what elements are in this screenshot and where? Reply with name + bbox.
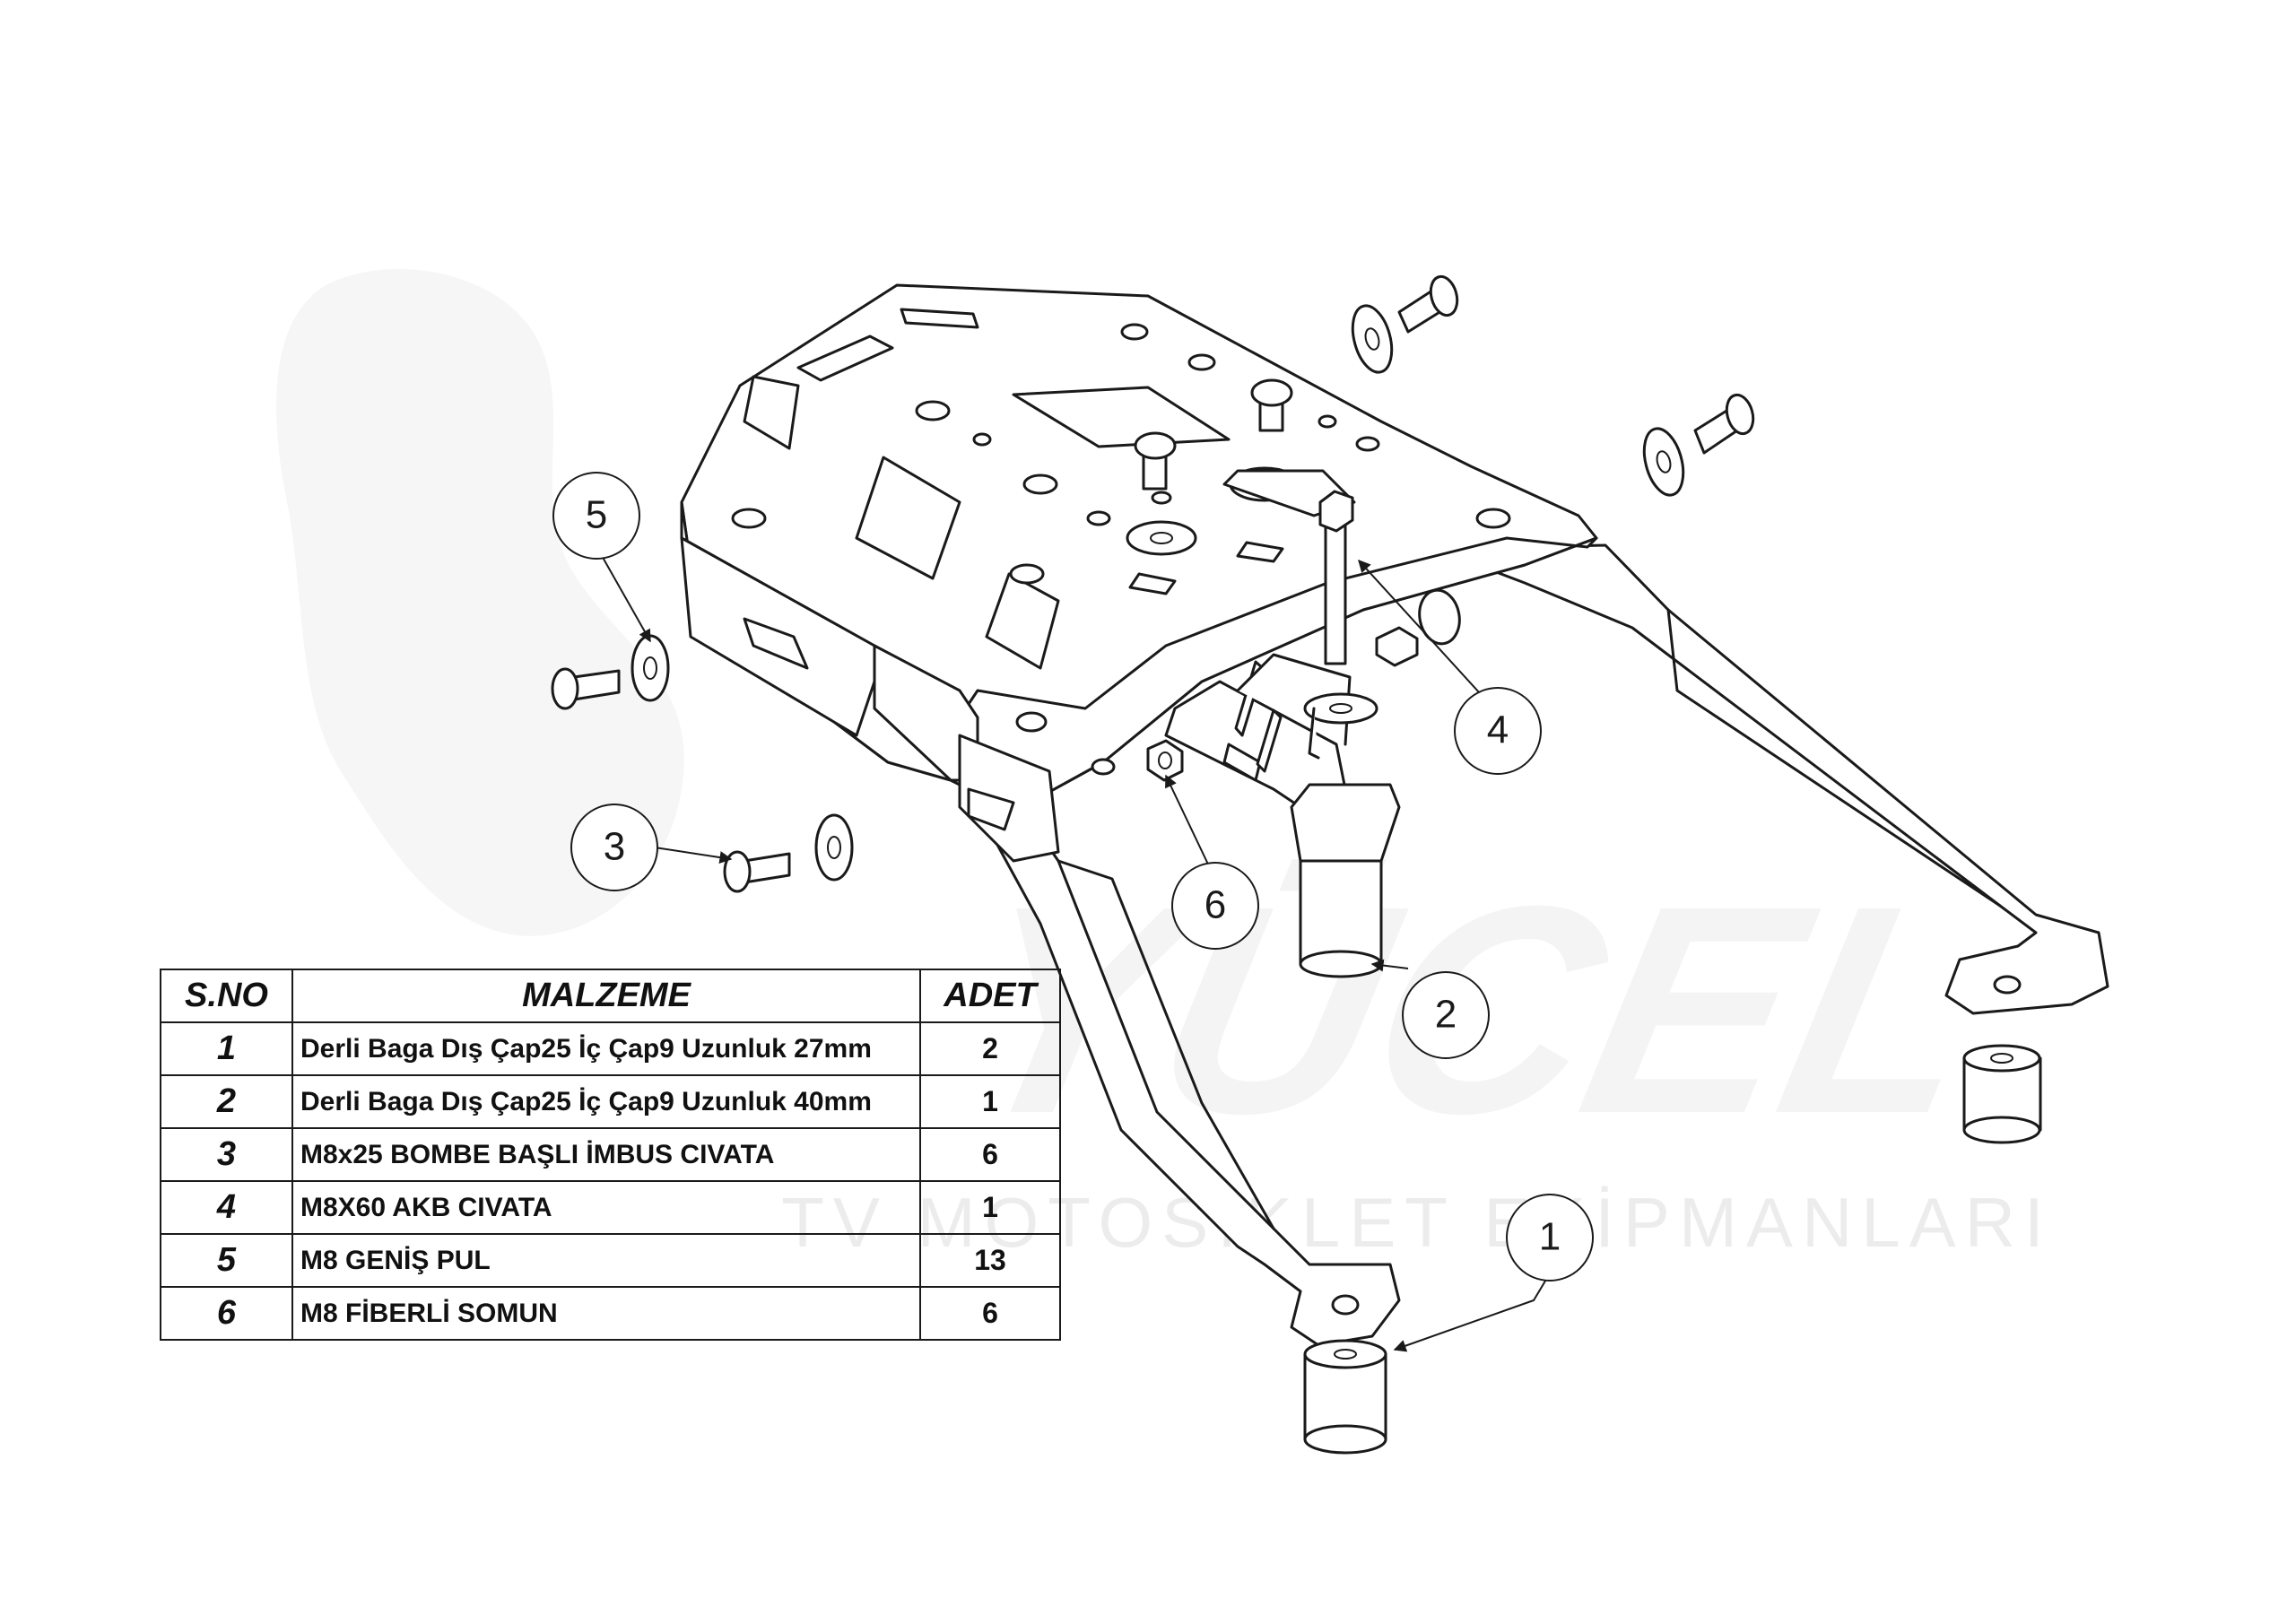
- row-number: 5: [160, 1233, 293, 1288]
- header-sno: S.NO: [160, 969, 293, 1023]
- callout-2-label: 2: [1435, 993, 1457, 1037]
- left-bracket: [680, 536, 1060, 863]
- table-row: 2 Derli Baga Dış Çap25 İç Çap9 Uzunluk 4…: [160, 1074, 1061, 1129]
- row-quantity: 1: [919, 1074, 1061, 1129]
- row-number: 1: [160, 1021, 293, 1076]
- table-row: 1 Derli Baga Dış Çap25 İç Çap9 Uzunluk 2…: [160, 1021, 1061, 1076]
- callout-1-label: 1: [1539, 1215, 1561, 1259]
- callout-6: 6: [1171, 862, 1259, 950]
- watermark-logo: [276, 269, 684, 936]
- table-row: 4 M8X60 AKB CIVATA 1: [160, 1180, 1061, 1235]
- row-material: Derli Baga Dış Çap25 İç Çap9 Uzunluk 27m…: [291, 1021, 921, 1076]
- row-quantity: 6: [919, 1127, 1061, 1182]
- row-quantity: 6: [919, 1286, 1061, 1341]
- callout-4: 4: [1454, 687, 1542, 775]
- callout-4-label: 4: [1487, 708, 1509, 752]
- row-number: 2: [160, 1074, 293, 1129]
- row-quantity: 1: [919, 1180, 1061, 1235]
- callout-3: 3: [570, 804, 658, 891]
- row-quantity: 2: [919, 1021, 1061, 1076]
- parts-list-table: S.NO MALZEME ADET 1 Derli Baga Dış Çap25…: [160, 969, 1061, 1341]
- row-material: M8X60 AKB CIVATA: [291, 1180, 921, 1235]
- header-adet: ADET: [919, 969, 1061, 1023]
- row-number: 3: [160, 1127, 293, 1182]
- row-quantity: 13: [919, 1233, 1061, 1288]
- right-rail: [1433, 543, 2109, 1015]
- table-row: 3 M8x25 BOMBE BAŞLI İMBUS CIVATA 6: [160, 1127, 1061, 1182]
- row-material: Derli Baga Dış Çap25 İç Çap9 Uzunluk 40m…: [291, 1074, 921, 1129]
- row-material: M8 GENİŞ PUL: [291, 1233, 921, 1288]
- row-number: 6: [160, 1286, 293, 1341]
- row-number: 4: [160, 1180, 293, 1235]
- callout-6-label: 6: [1205, 883, 1226, 927]
- callout-1: 1: [1506, 1194, 1594, 1282]
- header-malzeme: MALZEME: [291, 969, 921, 1023]
- callout-3-label: 3: [604, 825, 625, 869]
- table-row: 6 M8 FİBERLİ SOMUN 6: [160, 1286, 1061, 1341]
- table-row: 5 M8 GENİŞ PUL 13: [160, 1233, 1061, 1288]
- hardware: [551, 274, 1755, 893]
- callout-5: 5: [552, 472, 640, 560]
- callout-2: 2: [1402, 971, 1490, 1059]
- row-material: M8 FİBERLİ SOMUN: [291, 1286, 921, 1341]
- spacers: [1290, 783, 2042, 1455]
- table-header-row: S.NO MALZEME ADET: [160, 969, 1061, 1023]
- leader-lines: [600, 553, 1551, 1352]
- row-material: M8x25 BOMBE BAŞLI İMBUS CIVATA: [291, 1127, 921, 1182]
- callout-5-label: 5: [586, 493, 607, 537]
